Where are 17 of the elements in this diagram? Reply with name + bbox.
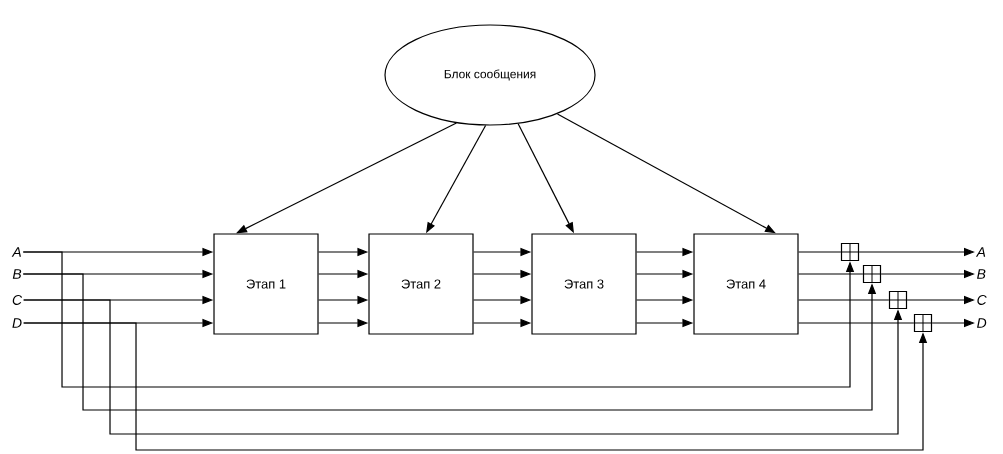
adder-symbol xyxy=(913,313,933,333)
output-label: D xyxy=(977,318,987,328)
stage-box: Этап 4 xyxy=(693,233,799,335)
stage-box: Этап 3 xyxy=(531,233,637,335)
adder-symbol xyxy=(862,264,882,284)
adder-symbol xyxy=(888,290,908,310)
adder-symbol xyxy=(840,242,860,262)
input-label: C xyxy=(12,295,23,305)
arrow xyxy=(556,113,776,234)
stage-box: Этап 2 xyxy=(368,233,474,335)
output-label: A xyxy=(975,247,986,257)
stage-box: Этап 1 xyxy=(213,233,319,335)
output-label: B xyxy=(977,269,986,279)
input-label: A xyxy=(11,247,21,257)
input-label: B xyxy=(12,269,22,279)
input-label: D xyxy=(12,318,22,328)
output-label: C xyxy=(977,295,987,305)
